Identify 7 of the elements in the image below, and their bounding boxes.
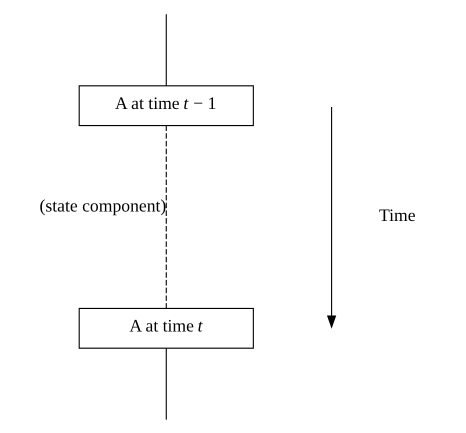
node-box: A at time t − 1 bbox=[78, 84, 254, 126]
edge-label: (state component) bbox=[39, 194, 166, 215]
node-box: A at time t bbox=[78, 307, 254, 348]
connector bbox=[165, 125, 166, 308]
connector bbox=[165, 348, 166, 420]
label: Time bbox=[378, 204, 416, 225]
connector bbox=[165, 14, 166, 85]
